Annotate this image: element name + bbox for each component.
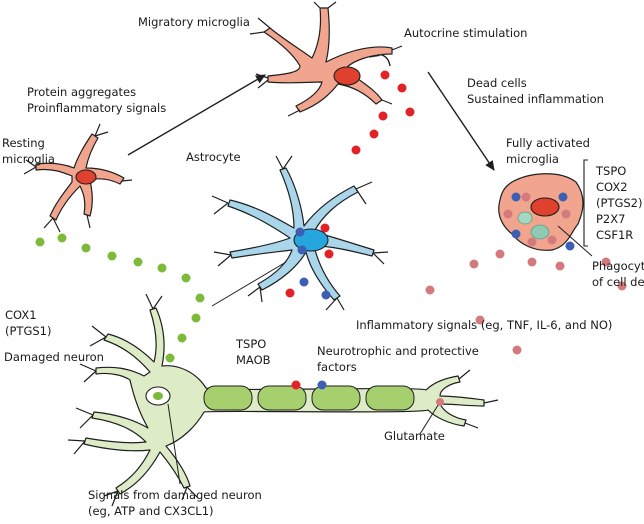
red-signal-dots	[285, 70, 415, 390]
label-signals-damaged-neuron: Signals from damaged neuron (eg, ATP and…	[88, 487, 262, 519]
label-neurotrophic: Neurotrophic and protective factors	[317, 343, 479, 375]
activated-nucleus	[530, 197, 560, 217]
label-astro-markers: TSPO MAOB	[236, 336, 271, 368]
astro-marker-maob: MAOB	[236, 353, 271, 367]
label-inflammatory-signals: Inflammatory signals (eg, TNF, IL-6, and…	[356, 318, 613, 332]
phagosome	[517, 211, 533, 225]
activated-microglia-line: microglia	[506, 152, 559, 166]
label-glutamate: Glutamate	[384, 429, 445, 443]
label-fully-activated: Fully activated microglia	[506, 135, 590, 167]
proinflammatory-signals-line: Proinflammatory signals	[27, 101, 167, 115]
fully-activated-line: Fully activated	[506, 136, 590, 150]
phagocytosis-leader	[557, 225, 593, 257]
signals-damaged-line: Signals from damaged neuron	[88, 488, 262, 502]
label-damaged-neuron: Damaged neuron	[4, 350, 104, 364]
label-phagocytosis: Phagocytosis of cell debris	[592, 258, 644, 290]
marker-cox2: COX2	[596, 180, 628, 194]
marker-ptgs2: (PTGS2)	[596, 196, 643, 210]
label-autocrine-stimulation: Autocrine stimulation	[404, 26, 528, 40]
astro-marker-leader	[211, 261, 287, 307]
marker-bracket	[583, 159, 588, 247]
arrow-resting-to-migratory	[127, 74, 266, 156]
microglia-line: microglia	[2, 152, 55, 166]
label-resting-microglia: Resting microglia	[2, 135, 55, 167]
phagosome	[530, 224, 550, 240]
migratory-nucleus	[333, 66, 361, 86]
atp-cx3cl1-line: (eg, ATP and CX3CL1)	[88, 504, 214, 518]
marker-p2x7: P2X7	[596, 212, 626, 226]
label-activated-markers: TSPO COX2 (PTGS2) P2X7 CSF1R	[596, 163, 642, 243]
migratory-microglia-cell	[249, 1, 403, 117]
phagocytosis-line: Phagocytosis	[592, 259, 644, 273]
factors-line: factors	[317, 360, 357, 374]
neuron-signal-leader	[167, 403, 181, 485]
label-migratory-microglia: Migratory microglia	[138, 15, 250, 29]
label-cox1: COX1 (PTGS1)	[5, 307, 51, 339]
myelin-sheath	[203, 385, 415, 411]
marker-csf1r: CSF1R	[596, 228, 634, 242]
glutamate-dot	[436, 398, 444, 406]
label-astrocyte: Astrocyte	[186, 150, 241, 164]
pink-signal-dots	[425, 192, 627, 355]
arrow-migratory-to-activated	[427, 71, 495, 171]
protein-aggregates-line: Protein aggregates	[27, 85, 137, 99]
resting-nucleus	[75, 169, 97, 185]
neuron-nucleolus	[153, 392, 163, 400]
resting-line: Resting	[2, 136, 45, 150]
sustained-inflammation-line: Sustained inflammation	[467, 92, 604, 106]
ptgs1-line: (PTGS1)	[5, 324, 52, 338]
label-protein-aggregates: Protein aggregates Proinflammatory signa…	[27, 84, 166, 116]
glutamate-leader	[419, 401, 441, 435]
astro-marker-tspo: TSPO	[236, 337, 267, 351]
green-signal-dots	[35, 233, 205, 363]
dead-cells-line: Dead cells	[467, 76, 527, 90]
cell-debris-line: of cell debris	[592, 275, 644, 289]
neurotrophic-line: Neurotrophic and protective	[317, 344, 479, 358]
marker-tspo: TSPO	[596, 164, 627, 178]
cox1-line: COX1	[5, 308, 37, 322]
blue-signal-dots	[295, 192, 575, 390]
label-dead-cells: Dead cells Sustained inflammation	[467, 75, 604, 107]
